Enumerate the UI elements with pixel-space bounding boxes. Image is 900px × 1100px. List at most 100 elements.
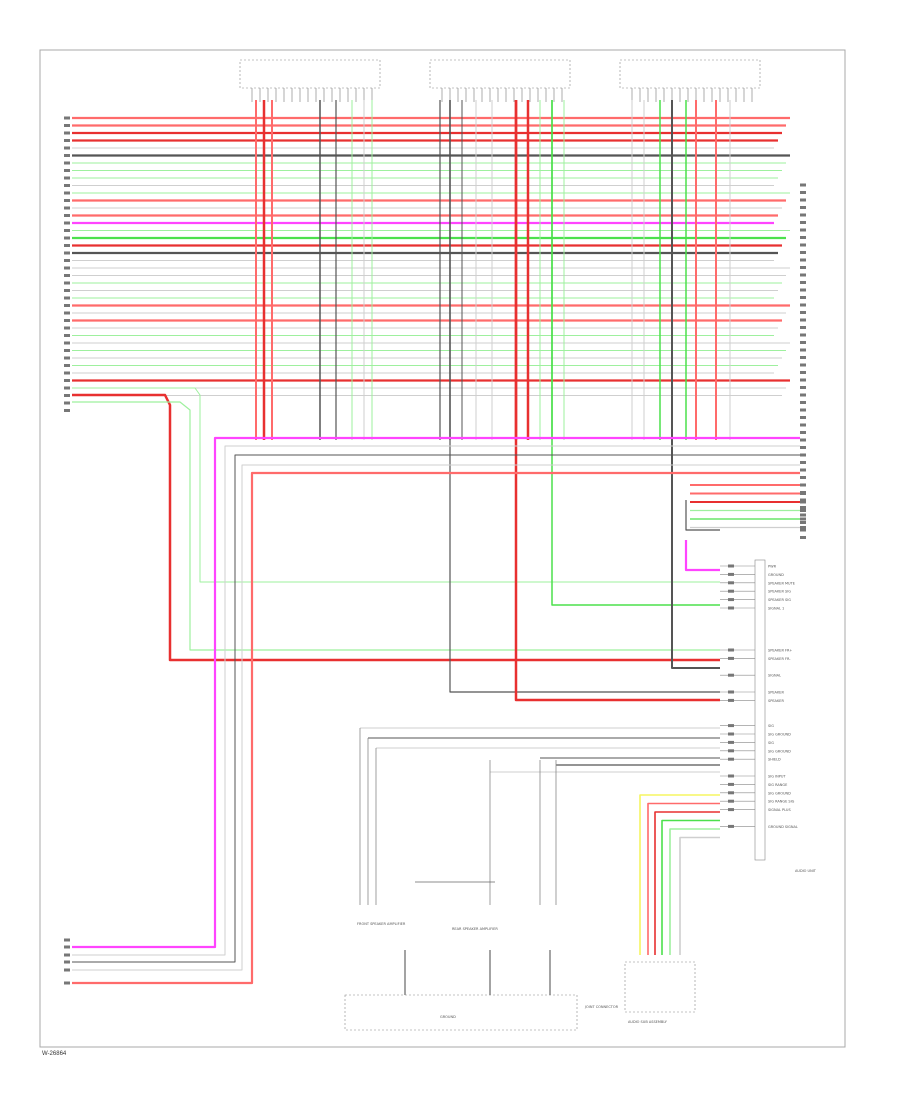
pin-wire-tag (728, 581, 734, 585)
signal-wire (72, 387, 720, 583)
pin-wire-tag (728, 749, 734, 753)
right-wire-tag (800, 183, 806, 187)
right-wire-tag (800, 363, 806, 367)
pin-wire-tag (728, 774, 734, 778)
connector-pin-label: SIGNAL 1 (768, 607, 784, 611)
connector-pin-label: SIG INPUT (768, 775, 786, 779)
pin-wire-tag (728, 673, 734, 677)
right-wire-tag (800, 401, 806, 404)
signal-wire (671, 100, 720, 669)
pin-wire-tag (728, 648, 734, 652)
right-wire-tag (800, 221, 806, 224)
signal-wire (72, 445, 800, 956)
junction-label: JOINT CONNECTOR (584, 1005, 619, 1009)
left-wire-tag (64, 409, 70, 412)
wire-layer (72, 88, 800, 995)
right-wire-tag (800, 521, 806, 524)
left-wire-tag (64, 244, 70, 247)
right-lower-tag (800, 526, 806, 529)
pin-wire-tag (728, 782, 734, 786)
connector-pin-label: SIG GROUND (768, 733, 791, 737)
right-wire-tag (800, 206, 806, 209)
connector-pin-label: SIG RANGE (768, 783, 787, 787)
top-connector-3 (619, 59, 761, 89)
right-wire-tag (800, 438, 806, 442)
left-wire-tag (64, 379, 70, 382)
connector-pin-label: SPEAKER FR- (768, 657, 791, 661)
left-wire-tag (64, 289, 70, 292)
right-lower-tag (800, 483, 806, 487)
signal-wire (72, 454, 800, 963)
right-wire-tag (800, 356, 806, 359)
right-wire-tag (800, 371, 806, 374)
left-wire-tag (64, 169, 70, 172)
right-wire-tag (800, 213, 806, 217)
right-wire-tag (800, 498, 806, 502)
right-wire-tag (800, 506, 806, 509)
signal-wire (551, 100, 720, 606)
bottom-left-wire-tag (64, 968, 70, 972)
left-wire-tag (64, 131, 70, 135)
connector-pin-label: SIG GROUND (768, 791, 791, 795)
bottom-left-wire-tag (64, 981, 70, 985)
left-wire-tag (64, 274, 70, 277)
right-wire-tag (800, 348, 806, 352)
shield-wire (685, 500, 720, 531)
right-module-label: AUDIO SUB ASSEMBLY (628, 1020, 668, 1024)
sub-assembly-wire (654, 811, 720, 955)
top-connector-2 (429, 59, 571, 89)
right-wire-tag (800, 303, 806, 307)
left-wire-tag (64, 341, 70, 345)
left-wire-tag (64, 139, 70, 142)
pin-wire-tag (728, 606, 734, 610)
right-lower-tag (800, 500, 806, 504)
right-wire-tag (800, 423, 806, 427)
left-wire-tag (64, 401, 70, 405)
bottom-left-wire-tag (64, 945, 70, 949)
right-wire-tag (800, 198, 806, 202)
audio-sub-assembly (624, 961, 696, 1013)
pin-wire-tag (728, 824, 734, 828)
label-layer (64, 116, 806, 985)
left-wire-tag (64, 326, 70, 330)
connector-pin-label: SPEAKER MUTE (768, 581, 795, 585)
right-wire-tag (800, 468, 806, 472)
sub-assembly-wire (669, 828, 720, 955)
pin-wire-tag (728, 732, 734, 736)
right-wire-tag (800, 273, 806, 277)
right-wire-tag (800, 288, 806, 292)
pin-wire-tag (728, 757, 734, 761)
left-wire-tag (64, 356, 70, 360)
right-wire-tag (800, 453, 806, 457)
pin-wire-tag (728, 791, 734, 795)
pin-wire-tag (728, 808, 734, 812)
ground-wire (449, 100, 720, 693)
left-wire-tag (64, 161, 70, 165)
right-wire-tag (800, 416, 806, 419)
left-wire-tag (64, 214, 70, 217)
connector-pin-label: SIG RANGE SIG (768, 800, 795, 804)
left-wire-tag (64, 266, 70, 270)
right-wire-tag (800, 446, 806, 449)
right-wire-tag (800, 191, 806, 194)
lower-right-connector (754, 559, 766, 861)
connector-pin-label: SPEAKER (768, 691, 784, 695)
sub-assembly-wire (661, 819, 720, 955)
left-wire-tag (64, 221, 70, 225)
right-wire-tag (800, 341, 806, 344)
pin-wire-tag (728, 799, 734, 803)
right-wire-tag (800, 431, 806, 434)
right-wire-tag (800, 528, 806, 532)
connector-pin-label: PWR (768, 565, 777, 569)
right-wire-tag (800, 281, 806, 284)
left-module-label: FRONT SPEAKER AMPLIFIER (357, 922, 406, 926)
diagram-frame (39, 49, 846, 1048)
connector-pin-label: SPEAKER SIG (768, 590, 791, 594)
pin-wire-tag (728, 724, 734, 728)
sub-assembly-wire (639, 794, 720, 955)
right-wire-tag (800, 318, 806, 322)
sub-assembly-wire (679, 836, 720, 955)
right-wire-tag (800, 393, 806, 397)
